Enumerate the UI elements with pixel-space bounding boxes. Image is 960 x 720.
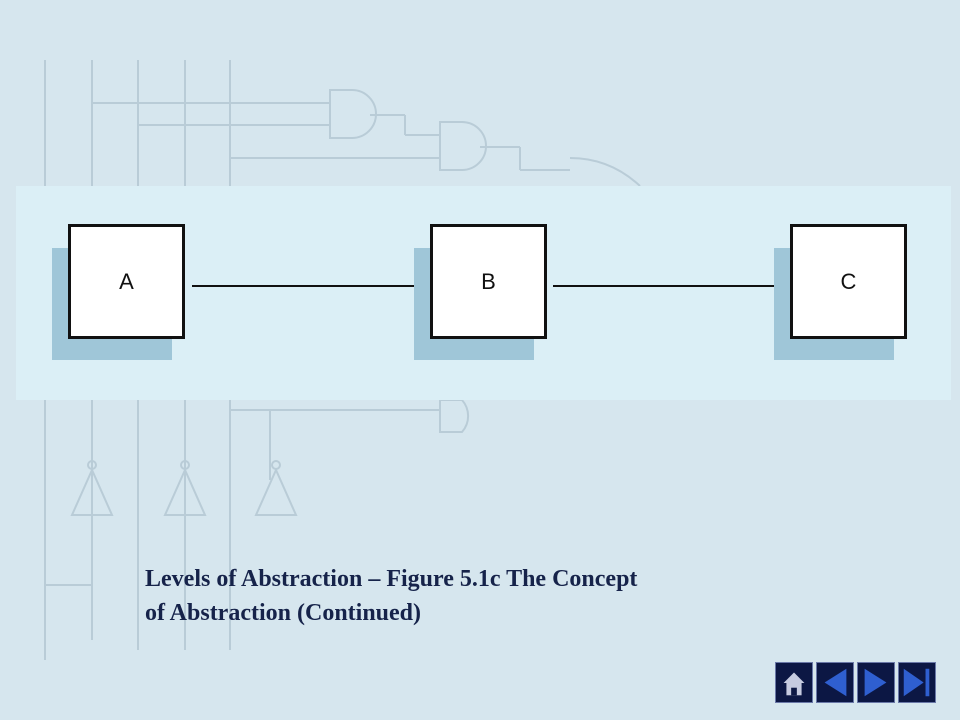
slide-navigation bbox=[775, 662, 937, 705]
home-button[interactable] bbox=[775, 662, 813, 703]
previous-arrow-icon bbox=[824, 668, 847, 697]
next-arrow-icon bbox=[864, 668, 887, 697]
box-c-label: C bbox=[840, 268, 857, 294]
last-slide-button[interactable] bbox=[898, 662, 936, 703]
box-b-label: B bbox=[481, 268, 496, 294]
box-b: B bbox=[430, 224, 547, 339]
box-a: A bbox=[68, 224, 185, 339]
connector-b-c bbox=[553, 285, 793, 287]
box-a-label: A bbox=[119, 268, 134, 294]
figure-caption: Levels of Abstraction – Figure 5.1c The … bbox=[145, 562, 845, 630]
connector-a-b bbox=[192, 285, 430, 287]
diagram-panel: A B C bbox=[16, 186, 951, 400]
home-icon bbox=[783, 672, 805, 696]
last-slide-icon bbox=[903, 668, 930, 697]
caption-line-1: Levels of Abstraction – Figure 5.1c The … bbox=[145, 566, 638, 592]
box-c: C bbox=[790, 224, 907, 339]
previous-slide-button[interactable] bbox=[816, 662, 854, 703]
caption-line-2: of Abstraction (Continued) bbox=[145, 600, 422, 626]
next-slide-button[interactable] bbox=[857, 662, 895, 703]
